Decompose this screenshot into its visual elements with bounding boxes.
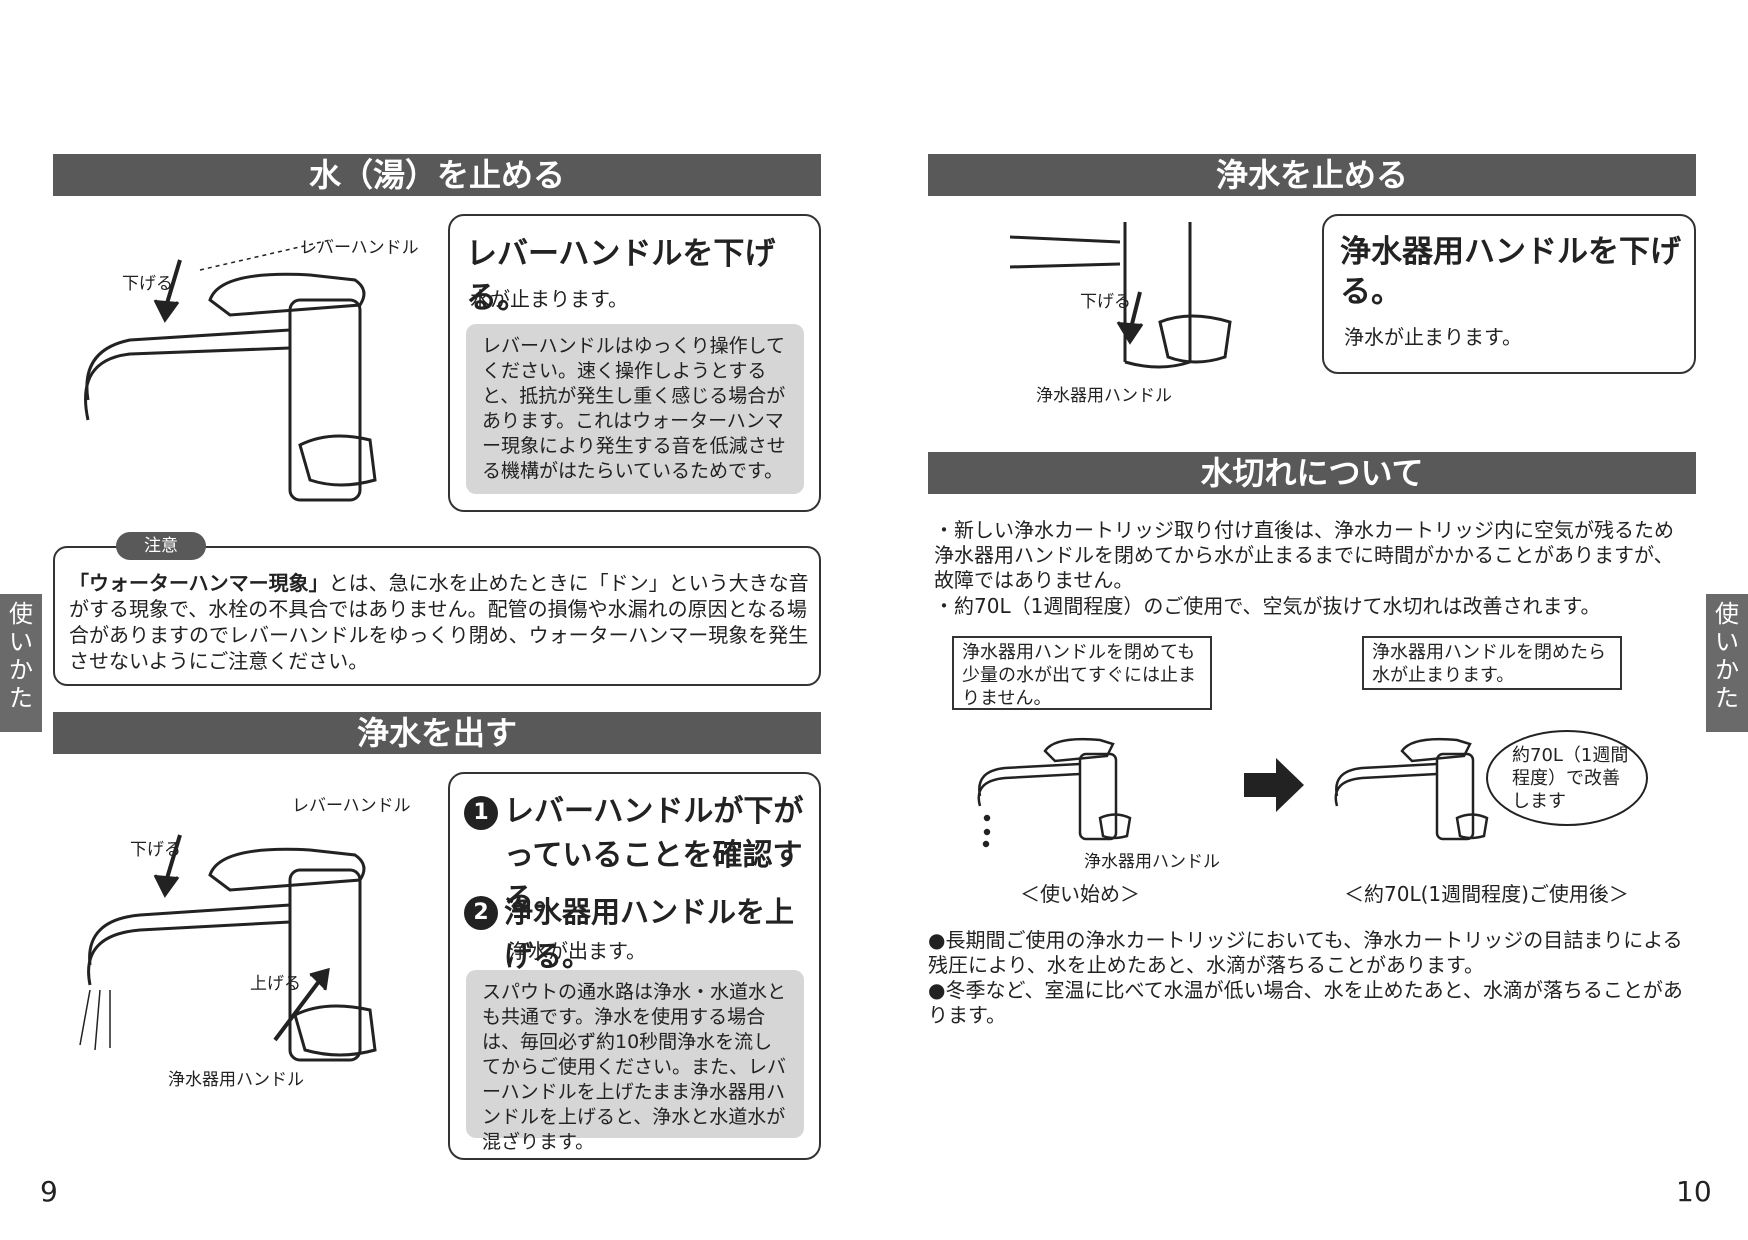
faucet-purifier-down-illustration: [1009, 222, 1232, 369]
label-purifier-handle: 浄水器用ハンドル: [168, 1070, 304, 1090]
caution-badge: 注意: [116, 532, 206, 560]
step1-number-badge: 1: [464, 796, 498, 830]
caption-after: ＜約70L(1週間程度)ご使用後＞: [1344, 882, 1629, 906]
improvement-oval-text: 約70L（1週間程度）で改善します: [1512, 745, 1629, 812]
step-text: 水が止まります。: [470, 287, 628, 311]
faucet-lever-down-illustration: [84, 239, 377, 502]
section-heading-stop-water: 水（湯）を止める: [53, 154, 821, 196]
page-number-left: 9: [40, 1175, 58, 1208]
step-title-purifier: 浄水器用ハンドルを下げる。: [1340, 234, 1681, 310]
arrow-right-icon: [1244, 758, 1304, 812]
label-raise: 上げる: [250, 974, 301, 994]
note-winter-drip: ●冬季など、室温に比べて水温が低い場合、水を止めたあと、水滴が落ちることがありま…: [928, 978, 1683, 1027]
box-before: 浄水器用ハンドルを閉めても少量の水が出てすぐには止まりません。: [952, 636, 1212, 710]
side-tab-left: 使いかた: [0, 594, 42, 732]
step-box-stop-water: レバーハンドルを下げる。 水が止まります。 レバーハンドルはゆっくり操作してくだ…: [448, 214, 821, 512]
label-lower-2: 下げる: [130, 840, 181, 860]
caption-before: ＜使い始め＞: [1020, 882, 1140, 906]
label-lower: 下げる: [122, 274, 173, 294]
caution-body: とは、急に水を止めたときに「ドン」という大きな音がする現象で、水栓の不具合ではあ…: [69, 571, 809, 673]
note-long-term-cartridge: ●長期間ご使用の浄水カートリッジにおいても、浄水カートリッジの目詰まりによる残圧…: [928, 928, 1683, 977]
step2-text: 浄水が出ます。: [508, 939, 646, 963]
caution-term: 「ウォーターハンマー現象」: [69, 571, 329, 595]
section-heading-stop-purified: 浄水を止める: [928, 154, 1696, 196]
section-heading-dispense: 浄水を出す: [53, 712, 821, 754]
faucet-after-illustration: [1334, 737, 1489, 841]
label-purifier-handle-2: 浄水器用ハンドル: [1036, 386, 1172, 406]
label-lever-handle: レバーハンドル: [300, 238, 419, 258]
note-spout-shared: スパウトの通水路は浄水・水道水とも共通です。浄水を使用する場合は、毎回必ず約10…: [466, 970, 804, 1153]
page-number-right: 10: [1676, 1175, 1712, 1208]
faucet-purifier-up-illustration: [79, 834, 377, 1062]
step-box-dispense: 1 レバーハンドルが下がっていることを確認する。 2 浄水器用ハンドルを上げる。…: [448, 772, 821, 1160]
note-lever-slow: レバーハンドルはゆっくり操作してください。速く操作しようとすると、抵抗が発生し重…: [466, 324, 804, 494]
caution-box: 「ウォーターハンマー現象」とは、急に水を止めたときに「ドン」という大きな音がする…: [53, 546, 821, 686]
step-text-purifier: 浄水が止まります。: [1344, 325, 1522, 349]
label-purifier-handle-3: 浄水器用ハンドル: [1084, 852, 1220, 872]
faucet-before-illustration: [977, 737, 1132, 848]
step-title: レバーハンドルを下げる。: [466, 236, 776, 316]
bullet-air-in-cartridge: ・新しい浄水カートリッジ取り付け直後は、浄水カートリッジ内に空気が残るため浄水器…: [934, 518, 1674, 592]
step2-number-badge: 2: [464, 896, 498, 930]
improvement-oval: 約70L（1週間程度）で改善します: [1486, 730, 1648, 826]
step-box-stop-purified: 浄水器用ハンドルを下げる。 浄水が止まります。: [1322, 214, 1696, 374]
step1-title: レバーハンドルが下がっていることを確認する。: [504, 794, 804, 917]
section-heading-water-cut: 水切れについて: [928, 452, 1696, 494]
side-tab-right: 使いかた: [1706, 594, 1748, 732]
box-after: 浄水器用ハンドルを閉めたら水が止まります。: [1362, 636, 1622, 690]
bullet-70l-improve: ・約70L（1週間程度）のご使用で、空気が抜けて水切れは改善されます。: [934, 594, 1601, 618]
step2-title: 浄水器用ハンドルを上げる。: [504, 895, 795, 973]
label-lever-handle-2: レバーハンドル: [292, 796, 411, 816]
label-lower-3: 下げる: [1080, 292, 1131, 312]
caution-text: 「ウォーターハンマー現象」とは、急に水を止めたときに「ドン」という大きな音がする…: [69, 570, 809, 674]
